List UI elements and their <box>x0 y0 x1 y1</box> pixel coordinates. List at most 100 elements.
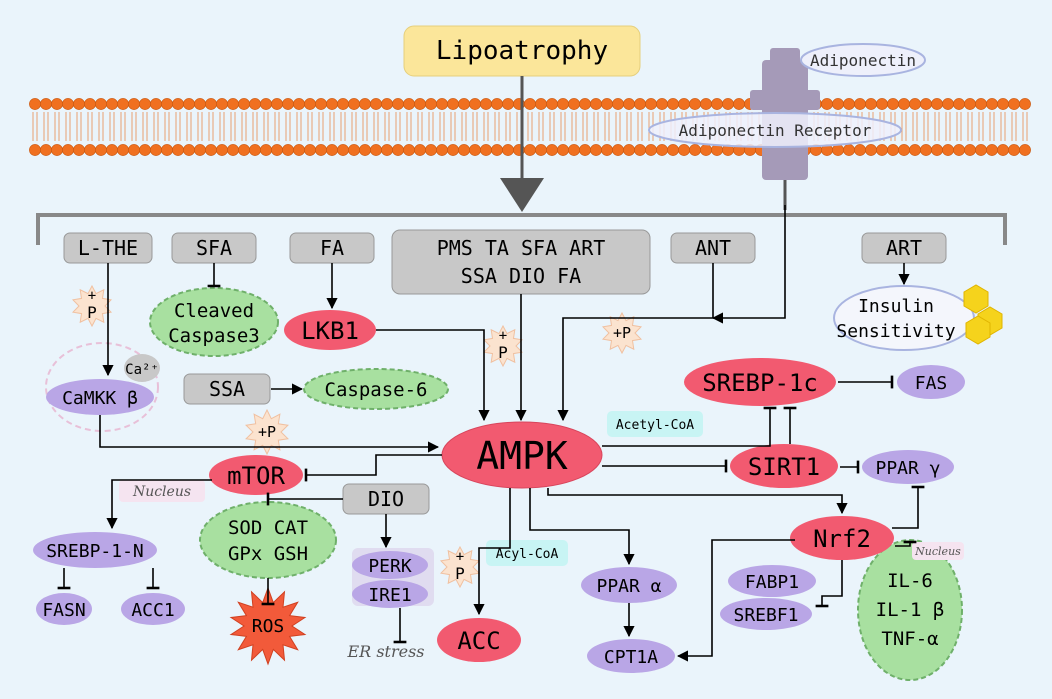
svg-text:PERK: PERK <box>368 556 412 577</box>
node-nrf2: Nrf2 <box>790 516 894 560</box>
adiponectin-ellipse <box>800 43 926 77</box>
svg-text:+: + <box>88 288 96 304</box>
svg-text:CPT1A: CPT1A <box>604 647 658 668</box>
node-mtor: mTOR <box>209 455 303 495</box>
label-acetyl-coa: Acetyl-CoA <box>607 411 703 437</box>
svg-text:IRE1: IRE1 <box>368 585 411 606</box>
label-acyl-coa: Acyl-CoA <box>486 540 568 566</box>
label-er-stress: ER stress <box>347 642 425 661</box>
treatment-group: PMS TA SFA ART SSA DIO FA <box>391 229 651 295</box>
node-cytokines: IL-6 IL-1 β TNF-α <box>857 539 963 681</box>
svg-text:Caspase3: Caspase3 <box>168 325 260 347</box>
node-insulin-sensitivity: Insulin Sensitivity <box>833 285 975 351</box>
svg-text:IL-1 β: IL-1 β <box>876 599 945 621</box>
svg-text:ANT: ANT <box>695 236 731 260</box>
svg-text:Nucleus: Nucleus <box>132 484 191 500</box>
svg-text:ACC: ACC <box>457 627 500 655</box>
svg-text:+P: +P <box>613 324 631 342</box>
svg-text:DIO: DIO <box>368 487 404 511</box>
lipoatrophy-label: Lipoatrophy <box>436 36 608 66</box>
adiponectin-receptor-label: Adiponectin Receptor <box>679 121 872 140</box>
svg-text:Insulin: Insulin <box>858 296 934 317</box>
treatment-dio: DIO <box>342 483 430 515</box>
edge-ampk-srebp1c <box>602 406 777 447</box>
badge-plus-p-acc: + P <box>439 545 481 589</box>
edge-nrf2-fabp1-srebf1 <box>815 560 843 608</box>
svg-text:Ca²⁺: Ca²⁺ <box>125 362 159 378</box>
svg-text:LKB1: LKB1 <box>301 317 359 345</box>
treatment-ant: ANT <box>670 232 756 264</box>
edge-ampk-ppara <box>529 488 635 566</box>
node-perk-ire1: PERK IRE1 <box>352 548 434 608</box>
svg-text:ART: ART <box>886 236 922 260</box>
adiponectin-receptor-ellipse <box>648 112 902 148</box>
svg-text:FASN: FASN <box>42 600 85 621</box>
hexagon-icon <box>963 284 1003 345</box>
svg-text:Nucleus: Nucleus <box>914 545 961 558</box>
node-ca: Ca²⁺ <box>124 354 160 382</box>
svg-text:+P: +P <box>258 423 276 441</box>
node-lkb1: LKB1 <box>284 310 376 350</box>
treatment-lthe: L-THE <box>63 232 153 264</box>
treatment-fa: FA <box>289 232 375 264</box>
svg-text:SOD CAT: SOD CAT <box>228 517 308 539</box>
svg-text:SSA: SSA <box>209 377 245 401</box>
node-fas: FAS <box>897 365 965 399</box>
edge-ampk-nrf2 <box>547 488 848 515</box>
edge-ant-ampk <box>557 263 714 422</box>
svg-text:PMS TA SFA ART: PMS TA SFA ART <box>437 236 606 260</box>
node-caspase6: Caspase-6 <box>303 368 449 410</box>
svg-text:Nrf2: Nrf2 <box>813 525 871 553</box>
svg-text:SFA: SFA <box>196 236 232 260</box>
node-srebf1: SREBF1 <box>720 598 812 630</box>
label-nucleus-right: Nucleus <box>912 542 964 560</box>
node-antioxidants: SOD CAT GPx GSH <box>199 501 337 579</box>
svg-text:CaMKK β: CaMKK β <box>62 388 138 409</box>
svg-text:P: P <box>87 303 97 322</box>
node-acc1: ACC1 <box>121 593 185 625</box>
edge-receptor-ampk <box>711 205 786 324</box>
node-ppara: PPAR α <box>581 567 677 603</box>
lipoatrophy-box: Lipoatrophy <box>403 25 641 77</box>
edge-nrf2-pparg <box>892 485 925 529</box>
node-cpt1a: CPT1A <box>587 639 675 673</box>
badge-plus-p-camkk: +P <box>245 408 289 456</box>
svg-text:L-THE: L-THE <box>78 236 138 260</box>
svg-text:ROS: ROS <box>252 616 285 637</box>
edge-ampk-mtor <box>304 454 442 482</box>
node-fasn: FASN <box>36 593 92 625</box>
edge-lkb1-ampk <box>376 329 490 422</box>
connections <box>57 205 925 662</box>
adiponectin-label: Adiponectin <box>810 51 916 70</box>
svg-text:ACC1: ACC1 <box>131 600 174 621</box>
node-srebp1n: SREBP-1-N <box>33 532 157 568</box>
svg-text:Sensitivity: Sensitivity <box>836 321 955 342</box>
svg-text:P: P <box>455 564 465 583</box>
edge-nrf2-cpt1a <box>676 539 795 662</box>
svg-text:SREBF1: SREBF1 <box>733 605 798 626</box>
svg-text:SREBP-1-N: SREBP-1-N <box>46 541 144 562</box>
edge-mtor-srebp1n <box>106 479 212 530</box>
lipoatrophy-arrowhead <box>500 178 544 212</box>
svg-text:PPAR γ: PPAR γ <box>875 458 940 479</box>
node-ampk: AMPK <box>441 421 603 489</box>
svg-text:IL-6: IL-6 <box>887 570 933 592</box>
svg-text:+: + <box>499 328 507 344</box>
svg-text:P: P <box>498 343 508 362</box>
svg-text:FAS: FAS <box>915 373 948 394</box>
node-srebp1c: SREBP-1c <box>684 358 836 406</box>
treatment-bracket <box>36 213 1007 245</box>
badge-plus-p-group: + P <box>482 324 524 368</box>
node-sirt1: SIRT1 <box>730 444 838 488</box>
badge-plus-p-lthe: + P <box>71 284 113 328</box>
node-pparg: PPAR γ <box>862 450 954 484</box>
svg-text:AMPK: AMPK <box>476 434 568 478</box>
edge-nrf2-cytokines <box>895 540 917 547</box>
edge-ampk-acc <box>473 488 511 616</box>
badge-plus-p-ant: +P <box>601 311 643 355</box>
svg-text:FABP1: FABP1 <box>745 572 799 593</box>
svg-text:GPx GSH: GPx GSH <box>228 543 308 565</box>
svg-text:Acyl-CoA: Acyl-CoA <box>496 547 559 562</box>
